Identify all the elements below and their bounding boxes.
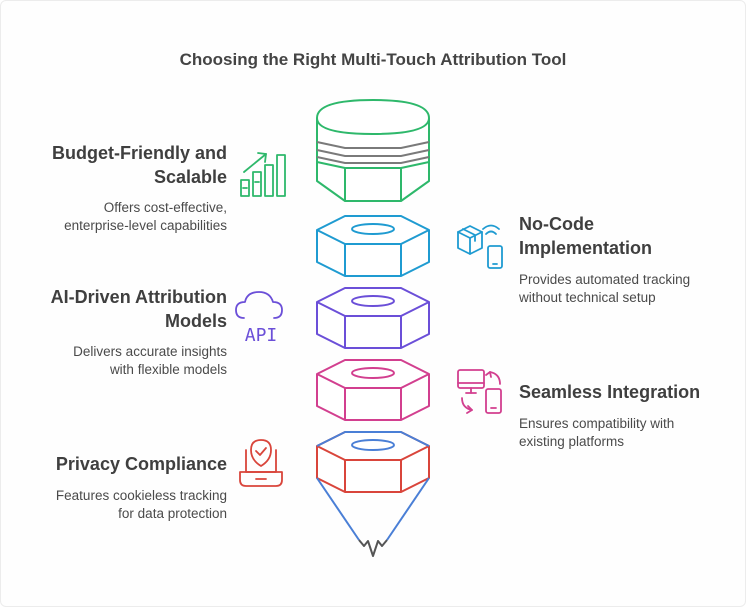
red-hexagon-block: [316, 431, 430, 493]
budget-friendly-heading: Budget-Friendly and Scalable: [52, 143, 227, 187]
device-sync-icon: [457, 369, 502, 414]
pink-hexagon-block: [316, 359, 430, 421]
diagram-title: Choosing the Right Multi-Touch Attributi…: [179, 50, 567, 69]
cloud-api-icon: [235, 291, 283, 319]
privacy-compliance-heading: Privacy Compliance: [55, 454, 227, 474]
ai-driven-description: Delivers accurate insights with flexible…: [73, 344, 227, 377]
privacy-compliance-description: Features cookieless tracking for data pr…: [55, 488, 227, 521]
growth-chart-icon: [240, 152, 286, 197]
pencil-tip: [316, 477, 430, 557]
api-icon-text: API: [245, 325, 278, 346]
no-code-heading: No-Code Implementation: [519, 214, 653, 258]
package-device-icon: [457, 224, 503, 269]
grey-band-lines: [316, 141, 430, 164]
seamless-integration-heading: Seamless Integration: [519, 382, 701, 402]
blue-hexagon-block: [316, 215, 430, 277]
seamless-integration-description: Ensures compatibility with existing plat…: [519, 416, 675, 449]
purple-hexagon-block: [316, 287, 430, 349]
budget-friendly-description: Offers cost-effective, enterprise-level …: [64, 200, 227, 233]
blue-ring-top: [316, 431, 430, 451]
no-code-description: Provides automated tracking without tech…: [519, 272, 691, 305]
laptop-shield-icon: [239, 439, 283, 487]
green-hexagon-block: [316, 99, 430, 202]
ai-driven-heading: AI-Driven Attribution Models: [50, 287, 227, 331]
